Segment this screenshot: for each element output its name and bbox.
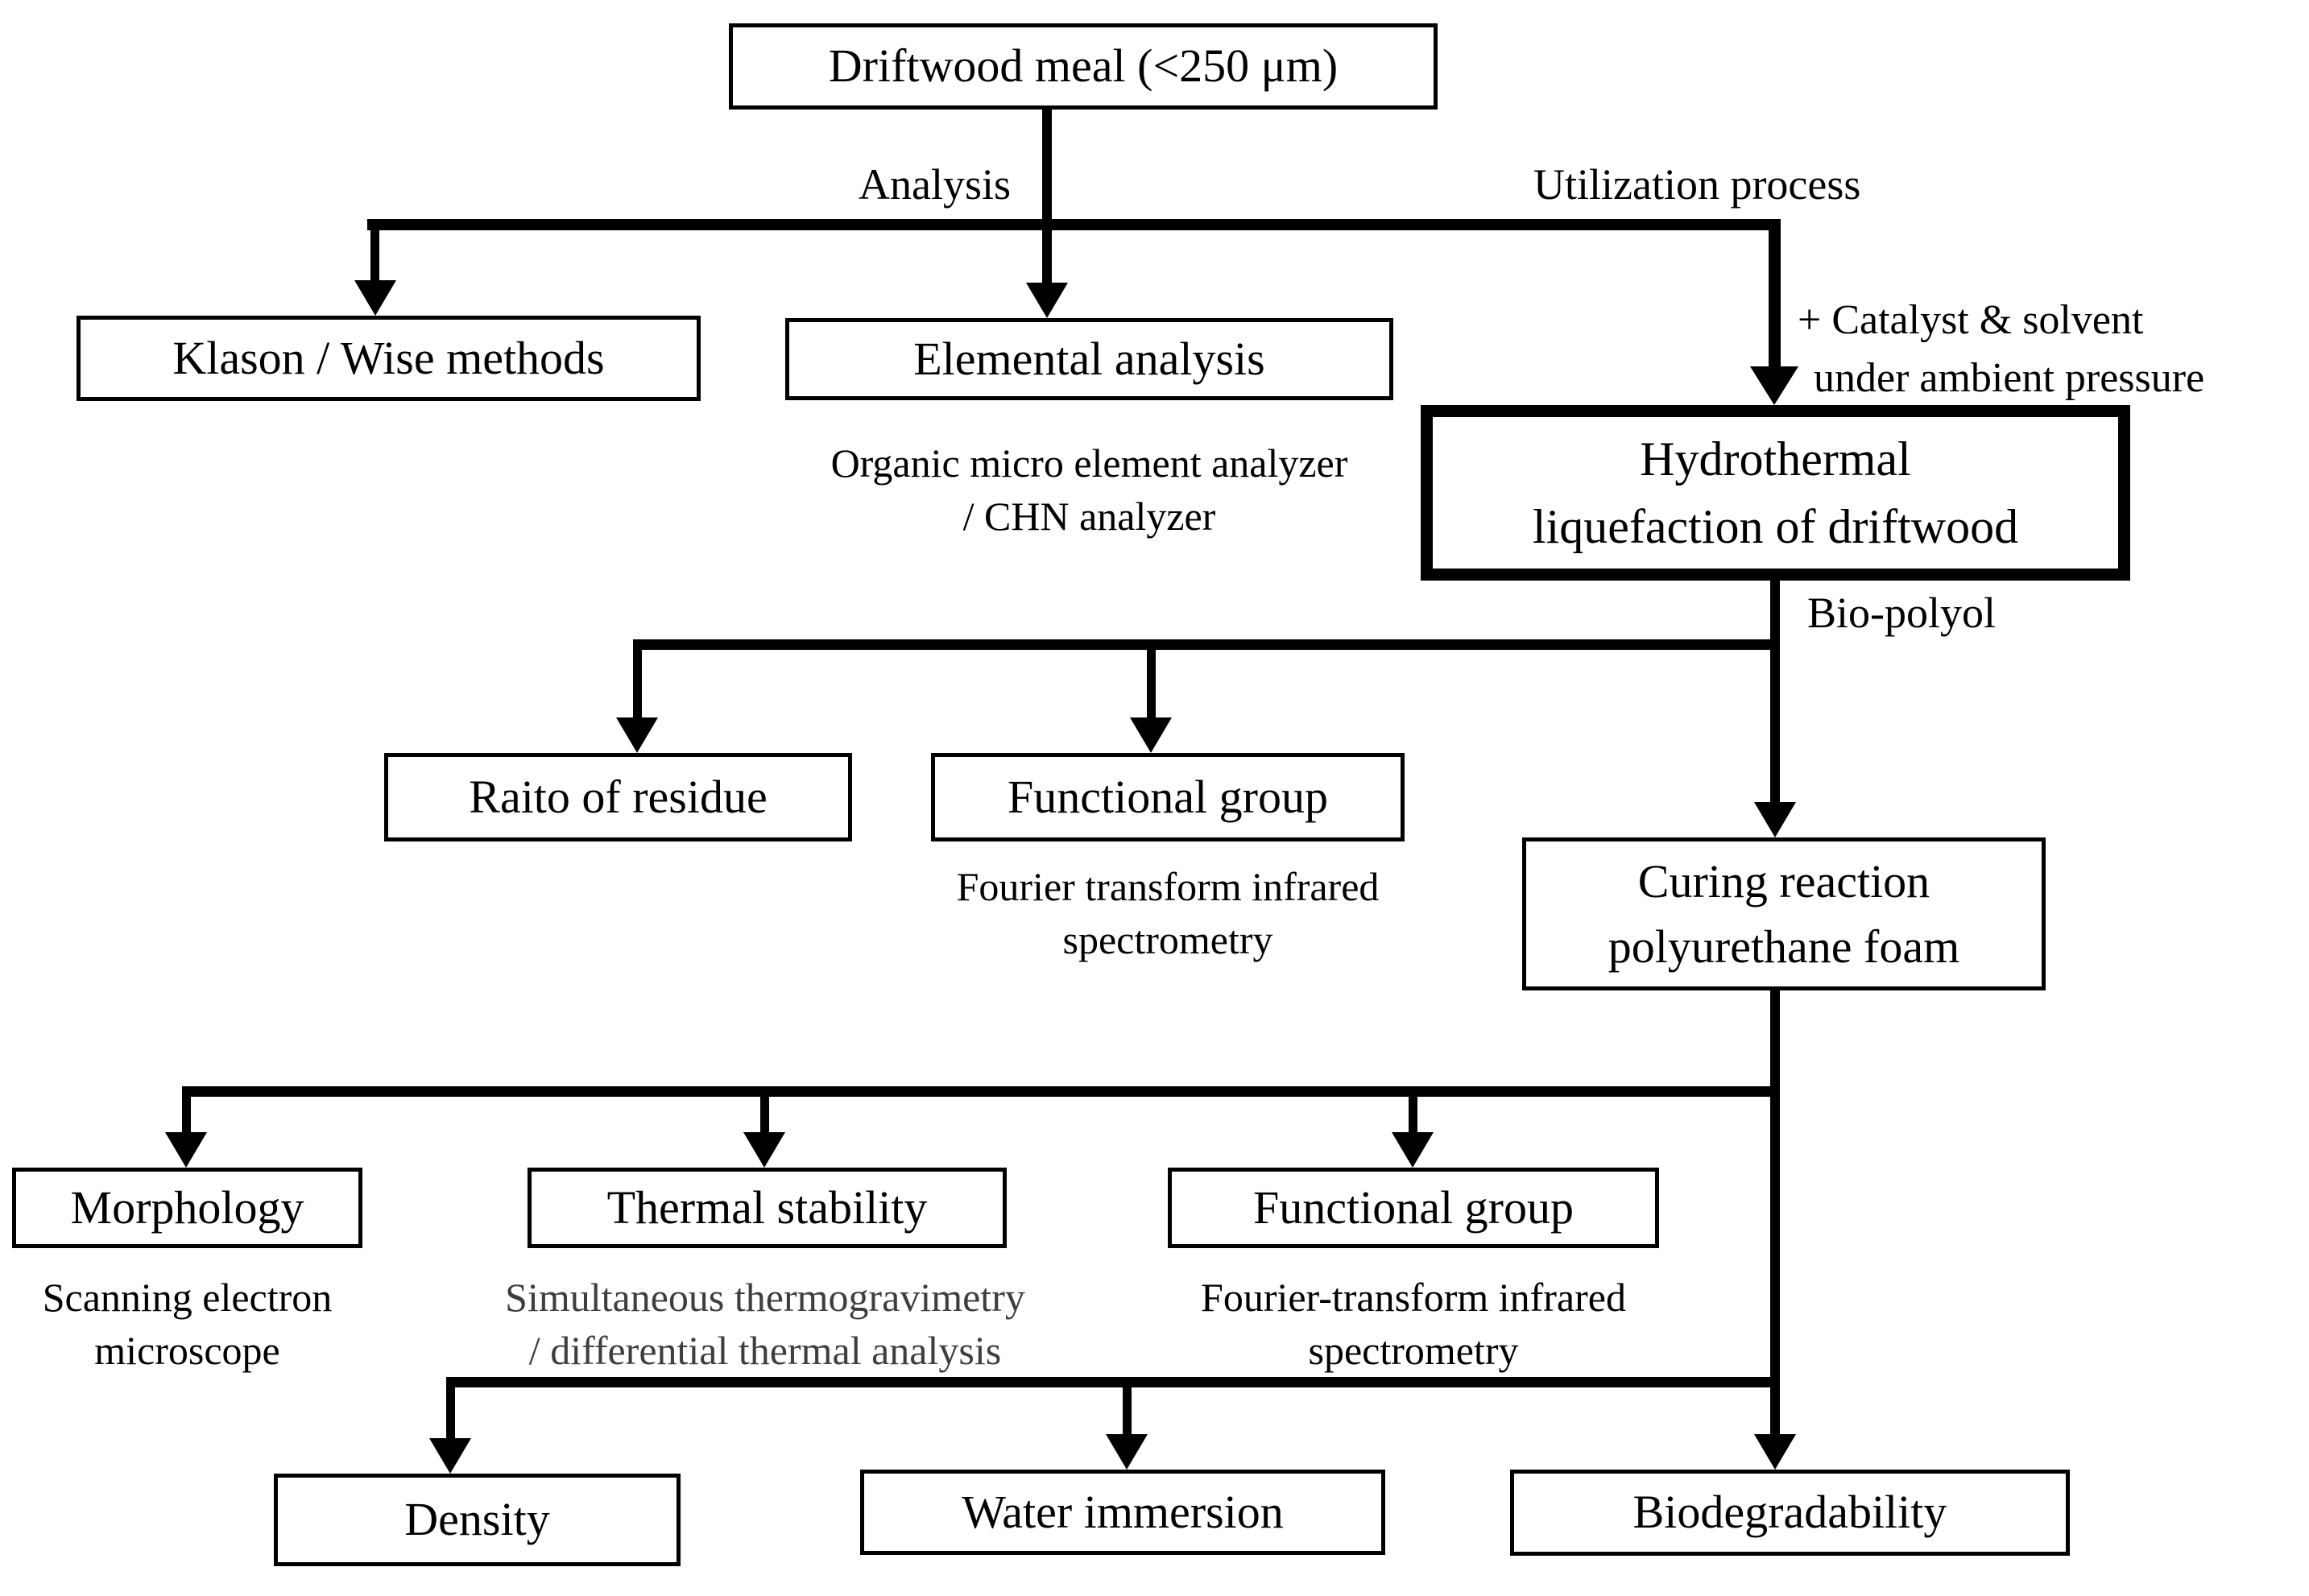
down-arrowhead-icon (354, 280, 396, 316)
connector-thermal-vertical (760, 1086, 769, 1132)
down-arrowhead-icon (1754, 802, 1796, 837)
ftir-polyol-note: Fourier transform infrared spectrometry (883, 860, 1453, 966)
down-arrowhead-icon (1130, 717, 1172, 753)
down-arrowhead-icon (429, 1438, 471, 1474)
tg-dta-note-line2: / differential thermal analysis (528, 1328, 1002, 1373)
down-arrowhead-icon (1392, 1132, 1434, 1168)
utilization-process-edge-label: Utilization process (1533, 160, 1861, 209)
catalyst-solvent-note: + Catalyst & solvent under ambient press… (1798, 291, 2204, 407)
ftir-foam-note-line1: Fourier-transform infrared (1201, 1275, 1626, 1320)
connector-klason-vertical (370, 219, 379, 283)
down-arrowhead-icon (743, 1132, 785, 1168)
density-box: Density (274, 1474, 681, 1566)
connector-water-vertical (1123, 1377, 1132, 1436)
connector-row3-horizontal (182, 1086, 1777, 1097)
connector-morphology-vertical (182, 1086, 191, 1132)
hydrothermal-line2: liquefaction of driftwood (1532, 500, 2019, 553)
connector-foam-vertical (1770, 989, 1780, 1436)
connector-utilization-vertical (1769, 219, 1781, 372)
down-arrowhead-icon (616, 717, 658, 753)
bio-polyol-edge-label: Bio-polyol (1807, 589, 1997, 637)
connector-row1-horizontal (367, 219, 1781, 230)
raito-of-residue-box: Raito of residue (384, 753, 852, 841)
down-arrowhead-icon (1750, 366, 1798, 405)
ftir-polyol-note-line2: spectrometry (1062, 917, 1273, 962)
catalyst-note-line2: under ambient pressure (1814, 354, 2205, 401)
thermal-stability-box: Thermal stability (528, 1168, 1007, 1248)
down-arrowhead-icon (1754, 1434, 1796, 1470)
connector-elemental-vertical (1042, 230, 1052, 283)
connector-density-vertical (446, 1377, 455, 1440)
water-immersion-box: Water immersion (860, 1470, 1385, 1555)
down-arrowhead-icon (165, 1132, 207, 1168)
down-arrowhead-icon (1106, 1434, 1148, 1470)
catalyst-note-line1: + Catalyst & solvent (1798, 297, 2144, 343)
tg-dta-note-line1: Simultaneous thermogravimetry (505, 1275, 1025, 1320)
sem-note-line2: microscope (94, 1328, 280, 1373)
curing-reaction-box: Curing reaction polyurethane foam (1522, 837, 2046, 990)
analysis-edge-label: Analysis (859, 160, 1011, 209)
connector-biopolyol-vertical (1770, 578, 1780, 805)
morphology-box: Morphology (12, 1168, 362, 1248)
sem-note-line1: Scanning electron (42, 1275, 333, 1320)
hydrothermal-liquefaction-box: Hydrothermal liquefaction of driftwood (1421, 405, 2130, 581)
hydrothermal-line1: Hydrothermal (1640, 432, 1911, 486)
down-arrowhead-icon (1026, 283, 1068, 318)
organic-analyzer-note-line1: Organic micro element analyzer (830, 440, 1348, 486)
connector-row2-horizontal (633, 639, 1777, 650)
tg-dta-note: Simultaneous thermogravimetry / differen… (475, 1271, 1055, 1377)
connector-row4-horizontal (446, 1377, 1777, 1387)
ftir-polyol-note-line1: Fourier transform infrared (956, 864, 1380, 909)
curing-reaction-line2: polyurethane foam (1608, 920, 1960, 973)
ftir-foam-note-line2: spectrometry (1308, 1328, 1519, 1373)
elemental-analysis-box: Elemental analysis (785, 318, 1393, 400)
connector-funcgroup-foam-vertical (1409, 1086, 1417, 1132)
organic-analyzer-note: Organic micro element analyzer / CHN ana… (777, 436, 1401, 543)
sem-note: Scanning electron microscope (0, 1271, 374, 1377)
ftir-foam-note: Fourier-transform infrared spectrometry (1144, 1271, 1683, 1377)
organic-analyzer-note-line2: / CHN analyzer (962, 494, 1216, 539)
klason-wise-box: Klason / Wise methods (77, 316, 701, 401)
biodegradability-box: Biodegradability (1510, 1470, 2070, 1556)
functional-group-foam-box: Functional group (1168, 1168, 1659, 1248)
functional-group-polyol-box: Functional group (931, 753, 1405, 841)
connector-funcgroup-polyol-vertical (1147, 639, 1156, 720)
curing-reaction-line1: Curing reaction (1637, 854, 1930, 908)
driftwood-meal-box: Driftwood meal (<250 μm) (729, 23, 1438, 110)
connector-raito-vertical (633, 639, 642, 720)
connector-top-vertical (1042, 110, 1052, 225)
